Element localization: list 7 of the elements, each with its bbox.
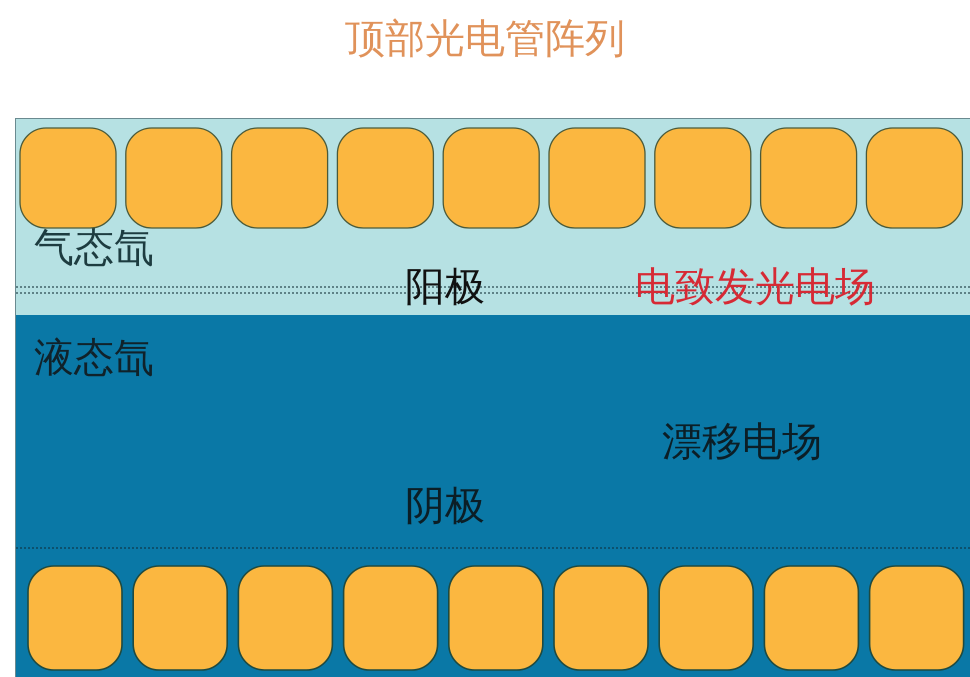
field-label: 漂移电场 bbox=[662, 419, 822, 465]
electrode-label: 阳极 bbox=[405, 264, 485, 310]
electrode-label: 阴极 bbox=[405, 483, 485, 529]
title: 顶部光电管阵列 bbox=[344, 15, 626, 64]
region-label: 液态氙 bbox=[34, 335, 154, 381]
field-label: 电致发光电场 bbox=[635, 264, 875, 310]
region-label: 气态氙 bbox=[34, 225, 154, 271]
